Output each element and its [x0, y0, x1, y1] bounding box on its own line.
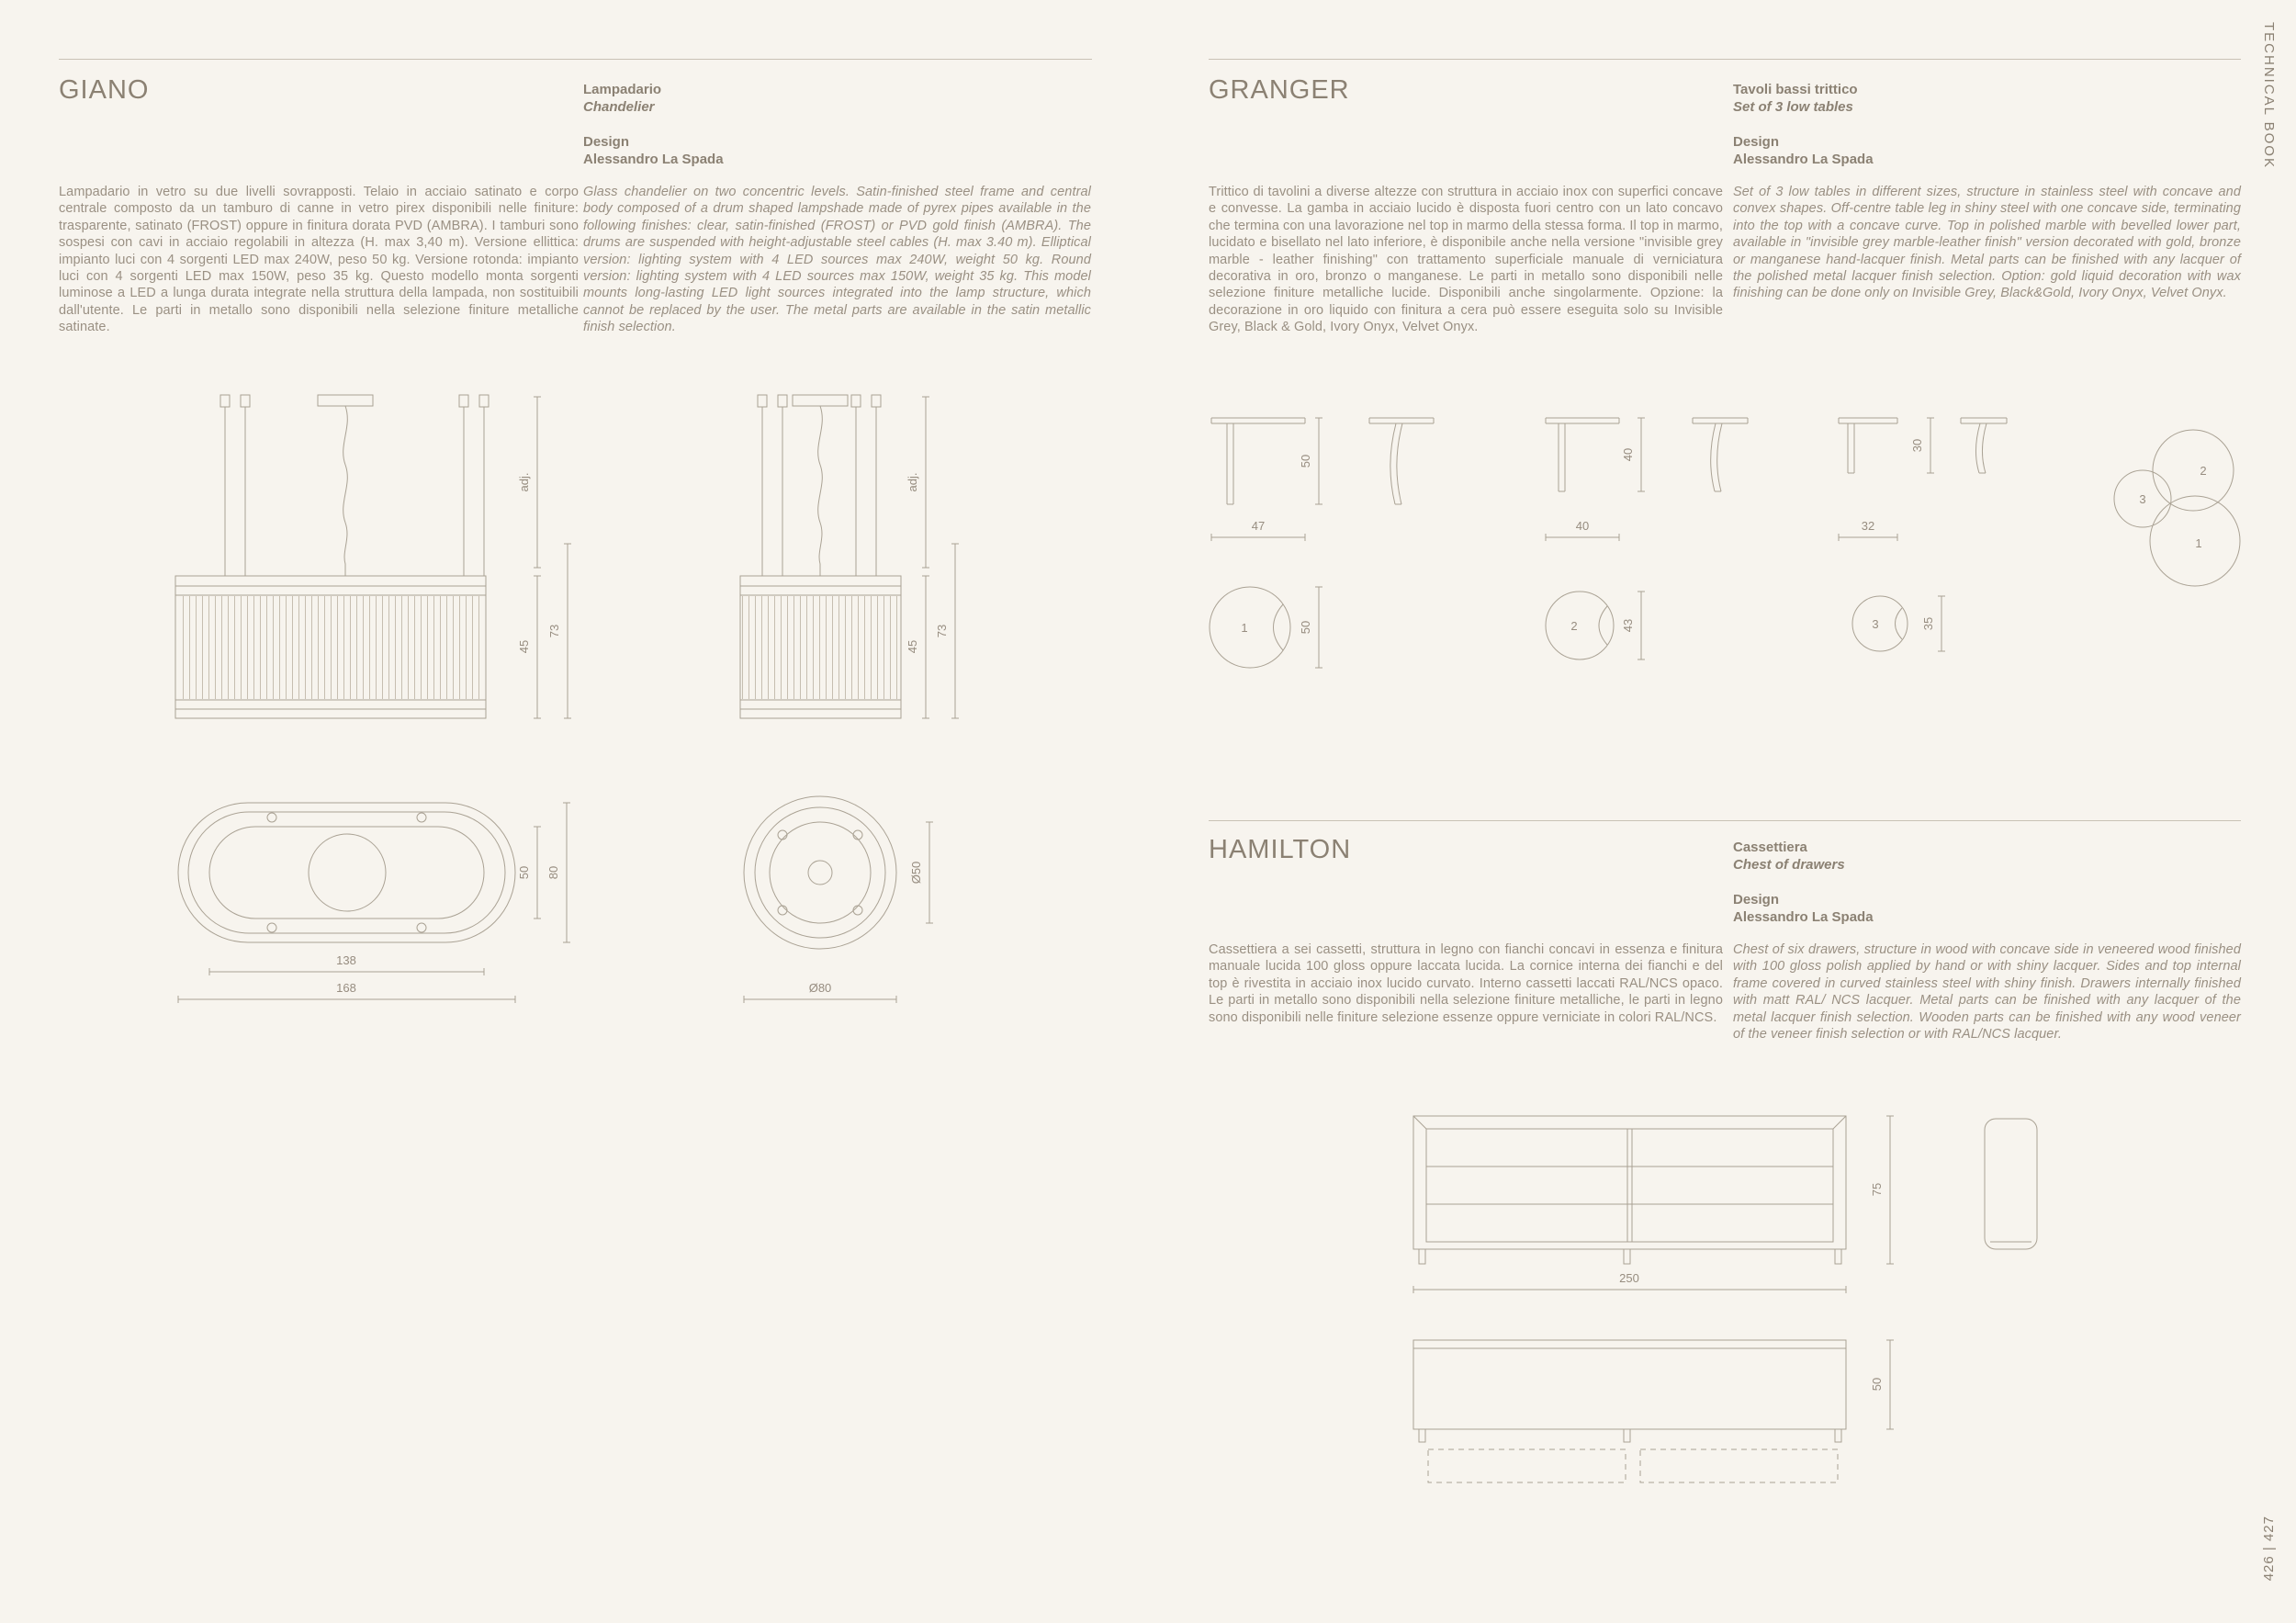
granger-table2-elevation: [1545, 417, 1749, 492]
granger-table2-plan: [1545, 591, 1615, 660]
giano-technical-drawing: adj. 45 73 adj. 45 73: [174, 394, 959, 1003]
granger-design-label: Design: [1733, 134, 1780, 150]
spacer: [583, 116, 724, 133]
dimension-label: 168: [336, 981, 356, 995]
giano-plan-view-round: [743, 795, 897, 950]
hamilton-type-block: Cassettiera Chest of drawers Design Ales…: [1733, 839, 1874, 926]
hamilton-front-dimensions: [1412, 1115, 1894, 1293]
granger-technical-drawing: 50 47 40 40: [1209, 417, 2241, 669]
hamilton-designer: Alessandro La Spada: [1733, 909, 1874, 925]
granger-description-english: Set of 3 low tables in different sizes, …: [1733, 185, 2241, 301]
granger-table2-dimensions: [1545, 417, 1645, 541]
dimension-label: adj.: [906, 473, 919, 492]
giano-type-it: Lampadario: [583, 82, 662, 97]
hamilton-type-en: Chest of drawers: [1733, 857, 1845, 873]
granger-designer: Alessandro La Spada: [1733, 152, 1874, 167]
giano-designer: Alessandro La Spada: [583, 152, 724, 167]
dimension-label: 30: [1910, 439, 1924, 452]
granger-title: GRANGER: [1209, 75, 1350, 105]
hamilton-plan-dimensions: [1886, 1339, 1894, 1430]
hamilton-technical-drawing: 75 250 50: [1412, 1115, 2038, 1483]
table-number-label: 3: [2139, 492, 2145, 506]
dimension-label: 73: [547, 625, 561, 637]
dimension-label: 32: [1862, 519, 1874, 533]
granger-table1-elevation: [1210, 417, 1435, 505]
dimension-label: 47: [1252, 519, 1265, 533]
table-number-label: 2: [2200, 464, 2206, 478]
giano-plan-elliptical-dimensions: [177, 802, 570, 1003]
granger-table3-dimensions: [1838, 417, 1934, 541]
hamilton-header-rule: [1209, 820, 2241, 821]
dimension-label: 40: [1621, 448, 1635, 461]
hamilton-design-label: Design: [1733, 892, 1780, 907]
dimension-label: adj.: [517, 473, 531, 492]
giano-plan-round-dimensions: [743, 821, 933, 1003]
giano-description-italian: Lampadario in vetro su due livelli sovra…: [59, 185, 579, 335]
granger-table3-elevation: [1838, 417, 2008, 474]
hamilton-description-english: Chest of six drawers, structure in wood …: [1733, 942, 2241, 1043]
dimension-label: 45: [906, 640, 919, 653]
hamilton-front-elevation: [1412, 1115, 1847, 1265]
granger-type-it: Tavoli bassi trittico: [1733, 82, 1858, 97]
granger-table1-plan-dimension: [1315, 586, 1322, 669]
dimension-label: Ø50: [909, 862, 923, 885]
granger-table1-dimensions: [1210, 417, 1322, 541]
dimension-label: 35: [1921, 617, 1935, 630]
granger-table1-plan: [1209, 586, 1291, 669]
dimension-label: 80: [546, 866, 560, 879]
giano-type-en: Chandelier: [583, 99, 655, 115]
giano-description-english: Glass chandelier on two concentric level…: [583, 185, 1091, 335]
granger-type-block: Tavoli bassi trittico Set of 3 low table…: [1733, 81, 1874, 168]
hamilton-plan-view: [1412, 1339, 1847, 1483]
giano-front-round-dimensions: [922, 396, 959, 719]
giano-front-view-round: [739, 394, 902, 719]
table-number-label: 1: [2195, 536, 2201, 550]
dimension-label: 138: [336, 953, 356, 967]
hamilton-title: HAMILTON: [1209, 835, 1352, 864]
giano-header-rule: [59, 59, 1092, 60]
dimension-label: 50: [517, 866, 531, 879]
spacer: [1733, 116, 1874, 133]
dimension-label: 43: [1621, 619, 1635, 632]
granger-description-italian: Trittico di tavolini a diverse altezze c…: [1209, 185, 1723, 335]
dimension-label: 50: [1299, 455, 1312, 468]
dimension-label: Ø80: [809, 981, 832, 995]
giano-type-block: Lampadario Chandelier Design Alessandro …: [583, 81, 724, 168]
dimension-label: 50: [1299, 621, 1312, 634]
granger-header-rule: [1209, 59, 2241, 60]
granger-type-en: Set of 3 low tables: [1733, 99, 1853, 115]
dimension-label: 75: [1870, 1183, 1884, 1196]
granger-set-top-view: [2113, 429, 2241, 587]
table-number-label: 3: [1872, 617, 1878, 631]
dimension-label: 40: [1576, 519, 1589, 533]
granger-table2-plan-dimension: [1638, 591, 1645, 660]
hamilton-type-it: Cassettiera: [1733, 840, 1807, 855]
giano-front-view-elliptical: [174, 394, 490, 719]
page-number: 426 | 427: [2261, 1516, 2277, 1582]
granger-table3-plan: [1851, 595, 1908, 652]
table-number-label: 2: [1570, 619, 1577, 633]
hamilton-side-view: [1984, 1118, 2038, 1250]
giano-front-elliptical-dimensions: [534, 396, 571, 719]
table-number-label: 1: [1241, 621, 1247, 635]
dimension-label: 45: [517, 640, 531, 653]
technical-book-label: TECHNICAL BOOK: [2261, 22, 2277, 169]
dimension-label: 73: [935, 625, 949, 637]
granger-table3-plan-dimension: [1938, 595, 1945, 652]
dimension-label: 50: [1870, 1378, 1884, 1391]
giano-design-label: Design: [583, 134, 630, 150]
dimension-label: 250: [1619, 1271, 1639, 1285]
giano-plan-view-elliptical: [177, 802, 516, 943]
giano-title: GIANO: [59, 75, 150, 105]
hamilton-description-italian: Cassettiera a sei cassetti, struttura in…: [1209, 942, 1723, 1025]
spacer: [1733, 873, 1874, 891]
